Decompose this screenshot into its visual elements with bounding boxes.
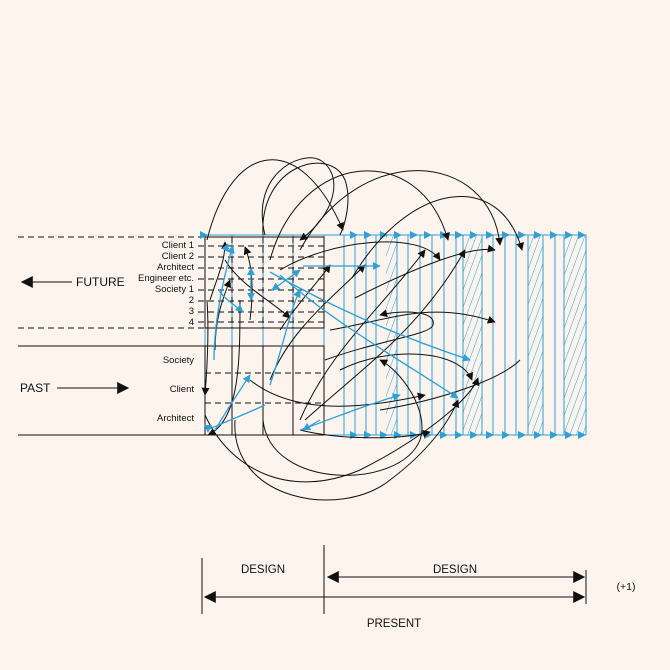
row-label-client-2: Client 2: [162, 251, 194, 262]
past-label: PAST: [20, 381, 51, 395]
row-label-society-1: Society 1: [155, 284, 194, 295]
row-label-2: 2: [189, 295, 194, 306]
plus-one-label: (+1): [617, 581, 636, 593]
row-label-client: Client: [170, 384, 195, 395]
past-indicator: PAST: [20, 381, 130, 395]
row-label-architect-past: Architect: [157, 413, 194, 424]
row-label-architect-future: Architect: [157, 262, 194, 273]
future-grid: [198, 236, 325, 329]
timeline: [201, 545, 587, 614]
present-label: PRESENT: [367, 618, 421, 630]
row-label-4: 4: [189, 317, 194, 328]
future-indicator: FUTURE: [20, 275, 125, 289]
band-lines: [18, 236, 205, 436]
design-label-left: DESIGN: [241, 564, 285, 576]
hatched-stripes: [386, 235, 586, 435]
future-label: FUTURE: [76, 275, 125, 289]
row-label-society: Society: [163, 355, 194, 366]
row-label-engineer: Engineer etc.: [138, 273, 194, 284]
past-row-labels: Society Client Architect: [157, 355, 194, 424]
future-row-labels: Client 1 Client 2 Architect Engineer etc…: [138, 240, 194, 328]
row-label-3: 3: [189, 306, 194, 317]
blue-arrows: [204, 243, 471, 433]
timeline-labels: DESIGN DESIGN PRESENT (+1): [241, 564, 636, 630]
design-label-right: DESIGN: [433, 564, 477, 576]
row-label-client-1: Client 1: [162, 240, 194, 251]
